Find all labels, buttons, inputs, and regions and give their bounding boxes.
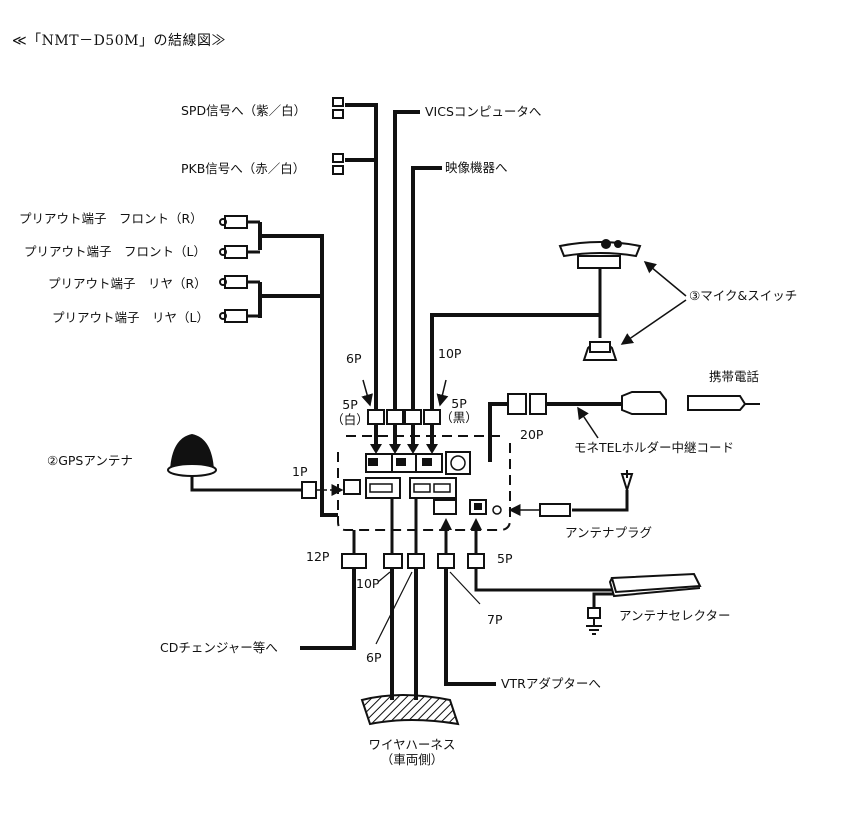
connector-12p-label: 12P: [306, 549, 330, 564]
mobile-phone-label: 携帯電話: [709, 369, 760, 384]
preout-front-l-label: プリアウト端子 フロント（L）: [24, 244, 206, 259]
preout-rear-l-label: プリアウト端子 リヤ（L）: [52, 310, 209, 325]
gps-antenna-label: ②GPSアンテナ: [47, 453, 133, 468]
connector-5p-white-sub: （白）: [331, 412, 369, 427]
gps-antenna: [167, 434, 344, 499]
rca-plugs: [219, 215, 260, 323]
monetel-cord-label: モネTELホルダー中継コード: [574, 440, 734, 455]
preout-front-r-label: プリアウト端子 フロント（R）: [19, 211, 203, 226]
connector-10p-bottom-label: 10P: [356, 576, 380, 591]
mic-switch: [558, 239, 687, 361]
bottom-wiring: [300, 498, 612, 726]
vehicle-side-label: （車両側）: [380, 752, 444, 767]
vtr-adapter-label: VTRアダプターへ: [501, 676, 601, 691]
spd-signal-label: SPD信号へ（紫／白）: [181, 103, 307, 118]
top-connectors: [361, 379, 449, 454]
diagram-title: ≪「NMT－D50M」の結線図≫: [12, 33, 226, 49]
vics-label: VICSコンピュータへ: [425, 104, 542, 119]
cd-changer-label: CDチェンジャー等へ: [160, 640, 278, 655]
antenna-plug: [508, 470, 634, 517]
pkb-signal-label: PKB信号へ（赤／白）: [181, 161, 306, 176]
connector-5p-white-label: 5P: [342, 397, 358, 412]
antenna-selector-label: アンテナセレクター: [619, 608, 731, 623]
connector-1p-label: 1P: [292, 464, 308, 479]
mic-switch-label: ③マイク&スイッチ: [689, 288, 798, 303]
connector-6p-label: 6P: [346, 351, 362, 366]
antenna-plug-label: アンテナプラグ: [565, 525, 653, 540]
top-wiring: [258, 103, 600, 517]
connector-5p-bottom-label: 5P: [497, 551, 513, 566]
connector-10p-label: 10P: [438, 346, 462, 361]
connector-5p-black-label: 5P: [451, 396, 467, 411]
connector-5p-black-sub: （黒）: [440, 410, 478, 425]
antenna-selector: [586, 572, 702, 635]
wire-harness-label: ワイヤハーネス: [368, 737, 456, 752]
phone-cable: [488, 391, 760, 462]
main-unit: [337, 435, 511, 531]
preout-rear-r-label: プリアウト端子 リヤ（R）: [48, 276, 207, 291]
video-device-label: 映像機器へ: [445, 160, 508, 175]
connector-7p-label: 7P: [487, 612, 503, 627]
connector-20p-label: 20P: [520, 427, 544, 442]
connector-6p-bottom-label: 6P: [366, 650, 382, 665]
spd-pkb-terminals: [332, 97, 344, 175]
